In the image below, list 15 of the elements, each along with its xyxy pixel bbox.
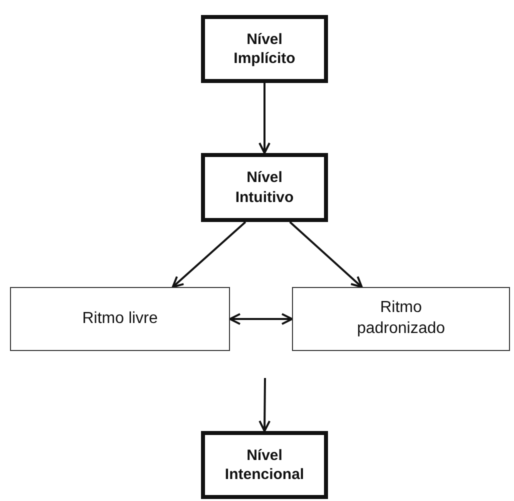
process-box bbox=[201, 431, 328, 499]
arrow bbox=[229, 313, 293, 325]
box-label: Nível Implícito bbox=[232, 30, 296, 68]
box-label: Nível Intuitivo bbox=[234, 168, 295, 207]
box-label: Ritmo livre bbox=[82, 308, 158, 329]
process-box bbox=[201, 15, 328, 83]
arrow bbox=[258, 83, 270, 154]
arrow bbox=[289, 221, 363, 288]
arrow bbox=[258, 378, 271, 432]
process-box bbox=[10, 287, 230, 351]
box-label: Nível Intencional bbox=[224, 446, 306, 484]
process-box bbox=[201, 153, 328, 222]
box-label: Ritmo padronizado bbox=[356, 298, 446, 339]
process-box bbox=[292, 287, 510, 351]
arrow bbox=[172, 221, 246, 288]
